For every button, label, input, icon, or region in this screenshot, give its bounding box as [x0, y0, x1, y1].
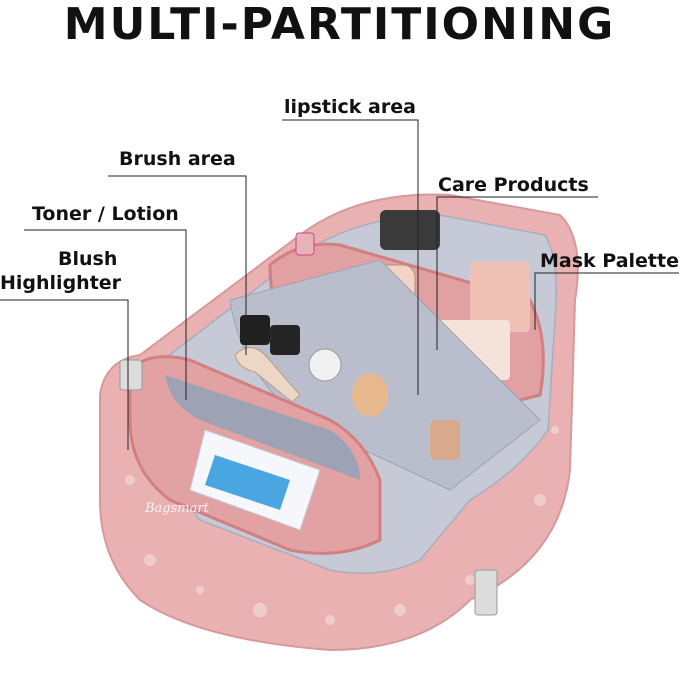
label-blush: Blush [58, 248, 118, 270]
zipper-pull-top [295, 232, 315, 256]
label-highlighter: Highlighter [0, 272, 122, 294]
brand-logo-mark: Bagsmart [144, 501, 210, 516]
lipstick-leader [282, 119, 419, 395]
label-mask-palette: Mask Palette [540, 250, 679, 272]
zipper-pull-left [119, 359, 143, 391]
label-lipstick-area: lipstick area [284, 96, 416, 118]
label-toner-lotion: Toner / Lotion [32, 203, 179, 225]
label-care-products: Care Products [438, 174, 589, 196]
brush-leader [108, 175, 247, 355]
toner-leader [24, 229, 187, 400]
label-brush-area: Brush area [119, 148, 236, 170]
leader-lines [0, 119, 679, 450]
mask-leader [534, 272, 679, 330]
toner-pouch-opening [165, 375, 360, 480]
divider-panel [229, 259, 541, 491]
fabric-texture [125, 426, 559, 625]
lipstick-bottles [240, 315, 460, 460]
blush-leader [0, 299, 129, 450]
toner-cap [205, 455, 290, 510]
care-leader [436, 196, 598, 350]
page-title: MULTI-PARTITIONING [63, 0, 616, 50]
zipper-pull-right [474, 569, 498, 616]
